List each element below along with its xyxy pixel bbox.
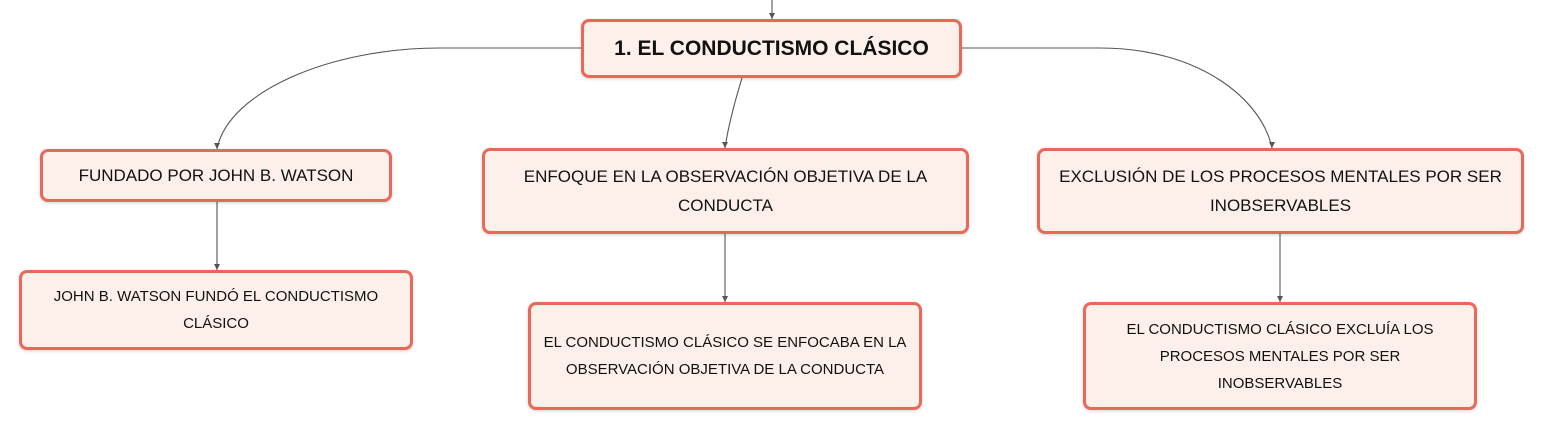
subtopic-enfoque-observacion[interactable]: ENFOQUE EN LA OBSERVACIÓN OBJETIVA DE LA… (482, 148, 969, 234)
subtopic-exclusion-procesos[interactable]: EXCLUSIÓN DE LOS PROCESOS MENTALES POR S… (1037, 148, 1524, 234)
subtopic-fundado-por-watson[interactable]: FUNDADO POR JOHN B. WATSON (40, 149, 392, 202)
connector-root-to-exclusion (962, 47, 1273, 149)
detail-label: JOHN B. WATSON FUNDÓ EL CONDUCTISMO CLÁS… (53, 288, 379, 332)
arrowhead-root (769, 13, 775, 19)
subtopic-label: EXCLUSIÓN DE LOS PROCESOS MENTALES POR S… (1059, 167, 1502, 215)
arrowhead-exclusion (1269, 142, 1275, 148)
arrowhead-fundado (214, 143, 220, 149)
connector-root-to-fundado (216, 47, 581, 150)
arrowhead-watson (214, 264, 220, 270)
detail-label: EL CONDUCTISMO CLÁSICO EXCLUÍA LOS PROCE… (1126, 320, 1434, 392)
arrowhead-excluia (1277, 296, 1283, 302)
arrowhead-enfoque (722, 142, 728, 148)
subtopic-label: ENFOQUE EN LA OBSERVACIÓN OBJETIVA DE LA… (523, 167, 928, 215)
connector-root-to-enfoque (724, 77, 743, 149)
detail-se-enfocaba[interactable]: EL CONDUCTISMO CLÁSICO SE ENFOCABA EN LA… (528, 302, 922, 410)
detail-watson-fundo[interactable]: JOHN B. WATSON FUNDÓ EL CONDUCTISMO CLÁS… (19, 270, 413, 350)
root-topic-node[interactable]: 1. EL CONDUCTISMO CLÁSICO (581, 19, 962, 78)
root-topic-label: 1. EL CONDUCTISMO CLÁSICO (614, 36, 929, 60)
detail-label: EL CONDUCTISMO CLÁSICO SE ENFOCABA EN LA… (543, 334, 907, 378)
arrowhead-observacion (722, 296, 728, 302)
detail-excluia[interactable]: EL CONDUCTISMO CLÁSICO EXCLUÍA LOS PROCE… (1083, 302, 1477, 410)
subtopic-label: FUNDADO POR JOHN B. WATSON (78, 166, 354, 185)
